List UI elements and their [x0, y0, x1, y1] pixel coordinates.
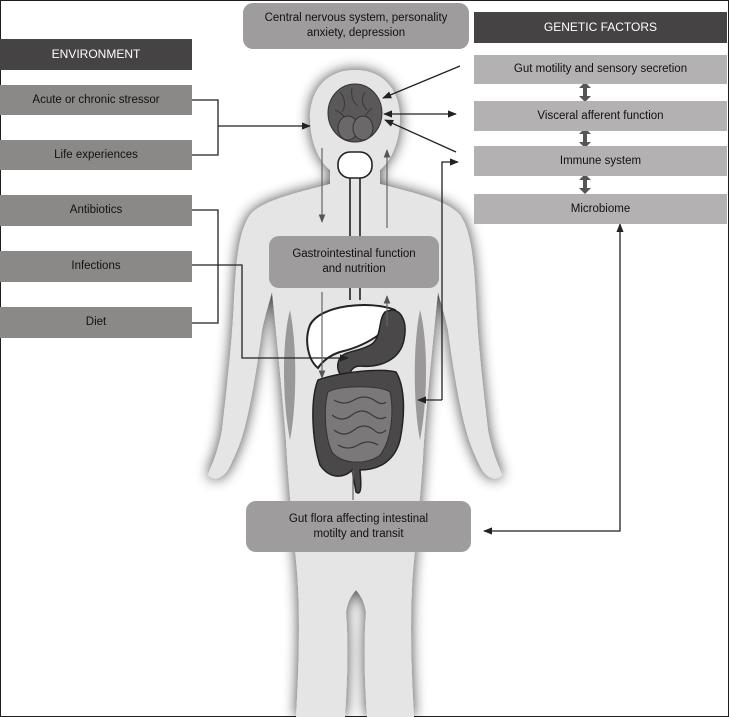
env-item-antibiotics: Antibiotics	[0, 195, 192, 226]
environment-header: ENVIRONMENT	[0, 39, 192, 70]
gen-item-gut-motility: Gut motility and sensory secretion	[474, 55, 727, 84]
env-item-acute-stressor: Acute or chronic stressor	[0, 85, 192, 115]
gen-item-immune-system: Immune system	[474, 146, 727, 176]
gen-item-microbiome: Microbiome	[474, 194, 727, 224]
liver	[306, 304, 397, 370]
env-item-infections: Infections	[0, 251, 192, 282]
gut-flora-box: Gut flora affecting intestinal motilty a…	[246, 501, 471, 552]
brain-icon	[327, 83, 383, 143]
torso-shade-right	[414, 310, 426, 440]
environment-connectors	[192, 99, 349, 362]
genetic-connectors	[382, 65, 624, 535]
env-item-diet: Diet	[0, 307, 192, 338]
torso-shade-left	[284, 310, 296, 440]
cns-box: Central nervous system, personality anxi…	[243, 3, 469, 49]
intestines	[312, 369, 405, 494]
env-item-life-experiences: Life experiences	[0, 140, 192, 170]
genetic-header: GENETIC FACTORS	[474, 12, 727, 43]
gi-function-box: Gastrointestinal function and nutrition	[269, 236, 439, 288]
internal-arrows	[318, 148, 391, 500]
genetic-double-arrows	[579, 82, 591, 194]
gen-item-visceral-afferent: Visceral afferent function	[474, 101, 727, 131]
